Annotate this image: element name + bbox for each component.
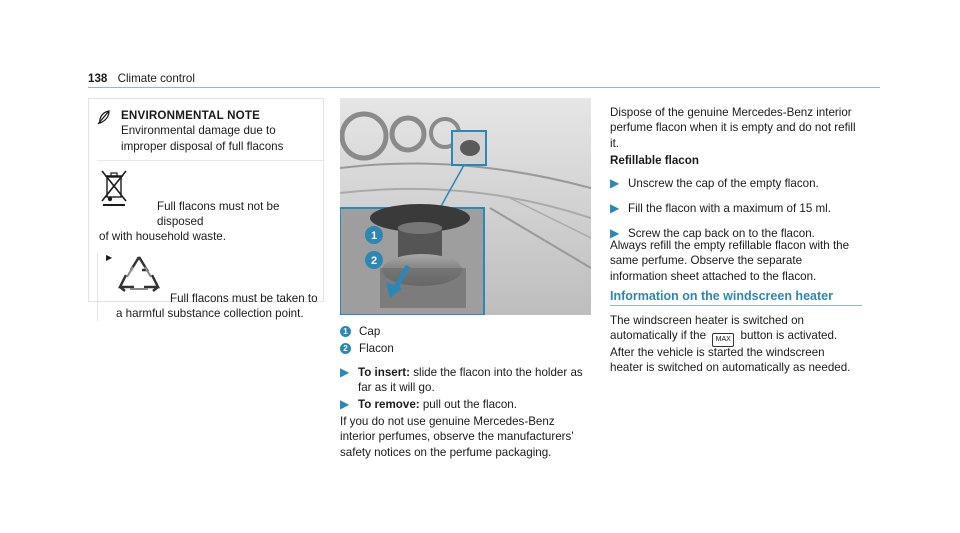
- remove-text: pull out the flacon.: [419, 398, 517, 411]
- note-divider: [97, 159, 323, 161]
- legend-item-flacon: 2 Flacon: [340, 341, 394, 356]
- section-title: Climate control: [117, 72, 195, 85]
- recycle-text-continued: a harmful substance collection point.: [116, 307, 304, 321]
- heater-heading: Information on the windscreen heater: [610, 289, 833, 303]
- insert-label: To insert:: [358, 366, 410, 379]
- heater-heading-rule: [610, 305, 862, 306]
- note-text: Environmental damage due to improper dis…: [121, 124, 284, 153]
- insert-text: slide the flacon into the holder as far …: [358, 366, 583, 395]
- step-arrow-icon: ▶: [610, 200, 620, 215]
- remove-instruction: ▶ To remove: pull out the flacon.: [340, 397, 592, 413]
- bin-text-continued: of with household waste.: [99, 230, 226, 244]
- remove-label: To remove:: [358, 398, 420, 411]
- step-arrow-icon: ▶: [610, 176, 620, 190]
- legend-label: Cap: [359, 325, 381, 338]
- bullet-arrow-icon: ▶: [106, 252, 113, 262]
- refill-step-3: ▶ Screw the cap back on to the flacon.: [610, 226, 860, 242]
- page-number: 138: [88, 72, 108, 85]
- windscreen-max-icon: MAX: [712, 333, 735, 348]
- legend-label: Flacon: [359, 342, 394, 356]
- refill-step-text: Unscrew the cap of the empty flacon.: [628, 177, 819, 190]
- crossed-out-bin-icon: [99, 167, 129, 207]
- refill-step-1: ▶ Unscrew the cap of the empty flacon.: [610, 176, 860, 192]
- legend-number: 1: [340, 326, 351, 338]
- heater-text: The windscreen heater is switched on aut…: [610, 314, 804, 343]
- heater-paragraph-2: After the vehicle is started the windscr…: [610, 346, 851, 375]
- recycling-icon: [116, 253, 162, 297]
- refill-step-2: ▶ Fill the flacon with a maximum of 15 m…: [610, 201, 860, 217]
- bin-text: Full flacons must not be disposed: [157, 199, 280, 229]
- svg-text:1: 1: [371, 230, 377, 242]
- svg-text:2: 2: [371, 255, 377, 267]
- environmental-note: ENVIRONMENTAL NOTE Environmental damage …: [88, 98, 324, 322]
- dispose-paragraph: Dispose of the genuine Mercedes-Benz int…: [610, 106, 856, 150]
- refill-step-text: Fill the flacon with a maximum of 15 ml.: [628, 201, 831, 215]
- recycle-text: Full flacons must be taken to: [170, 291, 318, 305]
- step-arrow-icon: ▶: [340, 365, 350, 379]
- heater-paragraph-1: The windscreen heater is switched on aut…: [610, 313, 860, 348]
- refill-steps: ▶ Unscrew the cap of the empty flacon. ▶…: [610, 176, 860, 241]
- refill-note: Always refill the empty refillable flaco…: [610, 239, 850, 283]
- note-heading: ENVIRONMENTAL NOTE: [121, 109, 261, 122]
- figure-legend: 1 Cap 2 Flacon: [340, 324, 394, 357]
- step-arrow-icon: ▶: [610, 225, 620, 240]
- header-divider: [88, 87, 880, 88]
- legend-item-cap: 1 Cap: [340, 324, 394, 339]
- page-header: 138 Climate control: [88, 71, 195, 86]
- refillable-heading: Refillable flacon: [610, 153, 699, 168]
- insert-instruction: ▶ To insert: slide the flacon into the h…: [340, 365, 592, 396]
- environment-leaf-icon: [97, 109, 111, 154]
- step-arrow-icon: ▶: [340, 397, 350, 411]
- refill-step-text: Screw the cap back on to the flacon.: [628, 226, 815, 240]
- legend-number: 2: [340, 343, 351, 355]
- refillable-heading-text: Refillable flacon: [610, 154, 699, 167]
- heater-text-continued: button is activated.: [740, 329, 838, 343]
- safety-note: If you do not use genuine Mercedes-Benz …: [340, 415, 574, 459]
- perfume-holder-illustration: 1 2: [340, 98, 591, 315]
